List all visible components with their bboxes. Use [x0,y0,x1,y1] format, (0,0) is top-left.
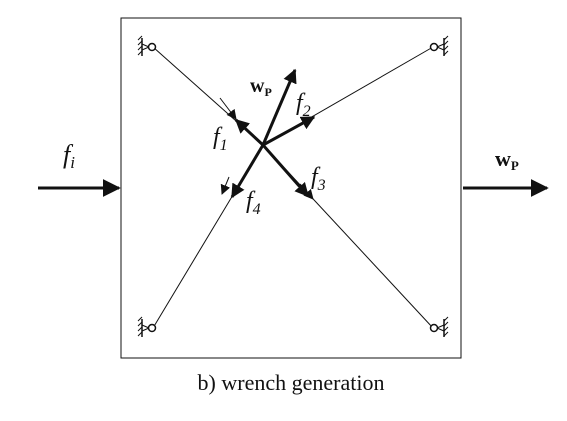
output-wrench-label: wP [495,146,519,173]
input-force-label: fi [63,140,75,172]
cable-top-left-arrow [219,97,237,120]
force-vector-f4 [230,144,265,199]
platform-frame [120,17,462,359]
center-wrench-vector [261,68,297,146]
anchor-top-right-icon [429,35,449,56]
force-label-f2: f2 [296,90,311,120]
force-label-f1: f1 [213,124,228,154]
force-vector-f3 [261,144,310,198]
force-label-f4: f4 [246,188,261,218]
figure-caption: b) wrench generation [198,370,385,395]
anchor-bottom-left-icon [137,316,157,337]
anchor-bottom-right-icon [429,316,449,337]
center-wrench-label: wP [250,75,272,99]
anchor-top-left-icon [137,35,157,56]
force-vector-f1 [234,118,265,147]
force-vector-f2 [262,115,316,147]
cable-bottom-left-arrow [220,176,231,195]
force-label-f3: f3 [311,164,326,194]
